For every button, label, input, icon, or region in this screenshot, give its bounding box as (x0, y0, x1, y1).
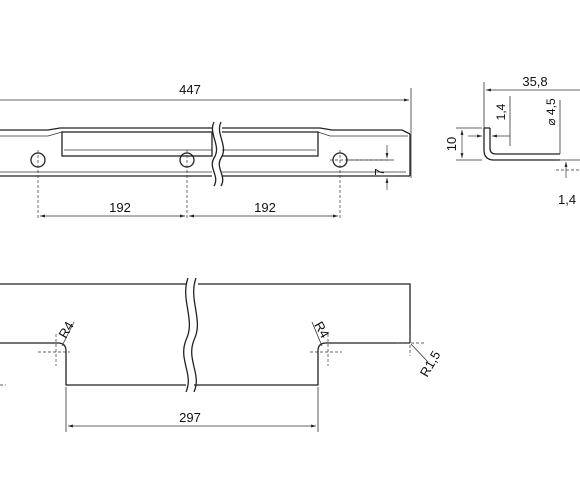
label-overall-length: 447 (179, 82, 201, 97)
label-hole-spacing-left: 192 (109, 200, 131, 215)
front-view (0, 88, 412, 220)
channel-right (222, 131, 319, 157)
label-hole-spacing-right: 192 (254, 200, 276, 215)
side-profile-outer (483, 128, 560, 161)
cut-profile-left (0, 342, 186, 386)
label-side-thickness-top: 1,4 (494, 103, 508, 120)
channel-left (61, 131, 213, 157)
break-line-b (218, 121, 225, 187)
label-side-hole-diameter: ⌀ 4,5 (544, 98, 558, 126)
cut-break-line-b (191, 277, 199, 393)
leader-radius-mid (311, 321, 323, 347)
label-side-thickness-bottom: 1,4 (558, 192, 576, 207)
label-side-height: 10 (444, 137, 459, 151)
cut-profile-right (194, 342, 410, 386)
profile-top-edge-left (0, 127, 212, 131)
leader-radius-left (61, 321, 75, 347)
profile-top-edge-right (222, 127, 411, 135)
cut-break-line-a (183, 277, 191, 393)
side-view (456, 82, 580, 178)
label-cut-length: 297 (179, 410, 201, 425)
leader-radius-corner (410, 343, 429, 363)
label-radius-left: R4 (55, 319, 76, 341)
label-hole-offset: 7 (372, 168, 387, 175)
label-radius-corner: R1,5 (417, 348, 444, 379)
cut-top-edge-right (198, 283, 411, 343)
cut-view (0, 277, 429, 432)
label-side-width: 35,8 (522, 74, 547, 89)
break-line-a (211, 121, 218, 187)
label-radius-mid: R4 (311, 319, 332, 341)
side-profile-inner (489, 128, 560, 155)
